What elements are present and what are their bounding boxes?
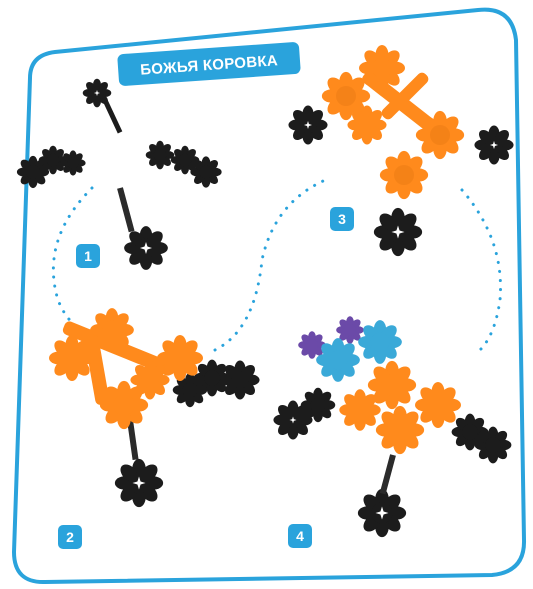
step-number: 2: [66, 529, 74, 545]
step-number: 3: [338, 211, 346, 227]
step-badge-2: 2: [58, 525, 82, 549]
step-badge-1: 1: [76, 244, 100, 268]
step-badge-3: 3: [330, 207, 354, 231]
step-number: 1: [84, 248, 92, 264]
step-badge-4: 4: [288, 524, 312, 548]
step-number: 4: [296, 528, 304, 544]
